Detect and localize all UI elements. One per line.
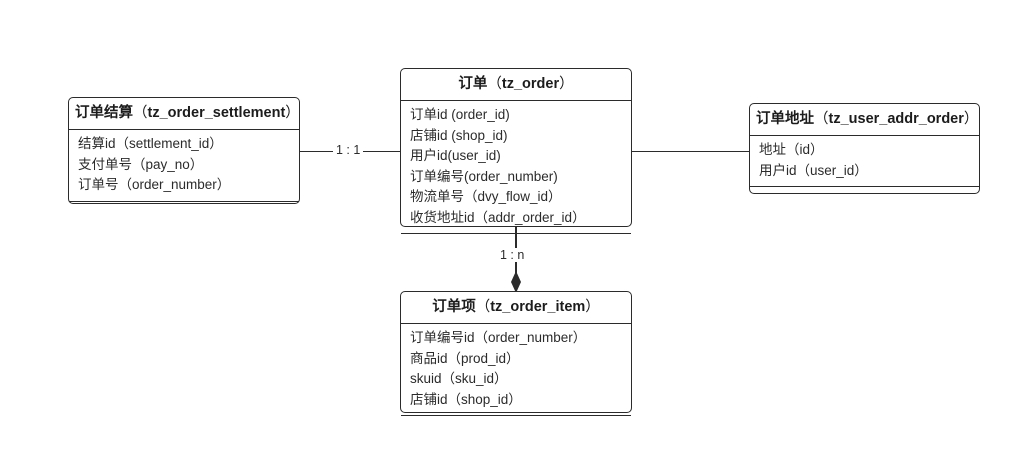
cardinality-label-order-order-item: 1 : n: [497, 248, 528, 262]
entity-footer-tz-order-settlement: [69, 202, 299, 230]
attribute-row: 物流单号（dvy_flow_id）: [410, 189, 562, 205]
attribute-row: skuid（sku_id）: [410, 371, 508, 387]
entity-footer-tz-order: [401, 234, 631, 262]
attribute-row: 店铺id（shop_id）: [410, 391, 522, 407]
attribute-row: 店铺id (shop_id): [410, 127, 508, 143]
entity-title-tz-order-item: 订单项（tz_order_item）: [401, 292, 631, 325]
filled-diamond-arrow-icon: [511, 271, 521, 293]
entity-title-tz-user-addr-order: 订单地址（tz_user_addr_order）: [750, 104, 979, 137]
attribute-row: 收货地址id（addr_order_id）: [410, 209, 586, 225]
attribute-row: 结算id（settlement_id）: [78, 136, 223, 152]
entity-attributes-tz-order-item: 订单编号id（order_number） 商品id（prod_id） skuid…: [401, 324, 631, 417]
attribute-row: 订单id (order_id): [410, 107, 510, 123]
attribute-row: 订单编号id（order_number）: [410, 330, 587, 346]
entity-footer-tz-order-item: [401, 416, 631, 443]
entity-attributes-tz-user-addr-order: 地址（id） 用户id（user_id）: [750, 136, 979, 188]
entity-footer-tz-user-addr-order: [750, 187, 979, 213]
attribute-row: 商品id（prod_id）: [410, 350, 520, 366]
connector-order-to-address: [632, 150, 749, 153]
attribute-row: 订单号（order_number）: [78, 177, 231, 193]
entity-title-tz-order: 订单（tz_order）: [401, 69, 631, 102]
entity-tz-order[interactable]: 订单（tz_order） 订单id (order_id) 店铺id (shop_…: [400, 68, 632, 235]
entity-attributes-tz-order: 订单id (order_id) 店铺id (shop_id) 用户id(user…: [401, 101, 631, 235]
attribute-row: 用户id（user_id）: [759, 162, 868, 178]
attribute-row: 支付单号（pay_no）: [78, 156, 204, 172]
entity-title-tz-order-settlement: 订单结算（tz_order_settlement）: [69, 98, 300, 131]
cardinality-label-settlement-order: 1 : 1: [333, 143, 364, 157]
entity-tz-user-addr-order[interactable]: 订单地址（tz_user_addr_order） 地址（id） 用户id（use…: [749, 103, 980, 194]
attribute-row: 订单编号(order_number): [410, 168, 558, 184]
entity-tz-order-item[interactable]: 订单项（tz_order_item） 订单编号id（order_number） …: [400, 291, 632, 417]
entity-tz-order-settlement[interactable]: 订单结算（tz_order_settlement） 结算id（settlemen…: [68, 97, 300, 204]
attribute-row: 地址（id）: [759, 142, 824, 158]
attribute-row: 用户id(user_id): [410, 148, 501, 164]
entity-attributes-tz-order-settlement: 结算id（settlement_id） 支付单号（pay_no） 订单号（ord…: [69, 130, 299, 202]
